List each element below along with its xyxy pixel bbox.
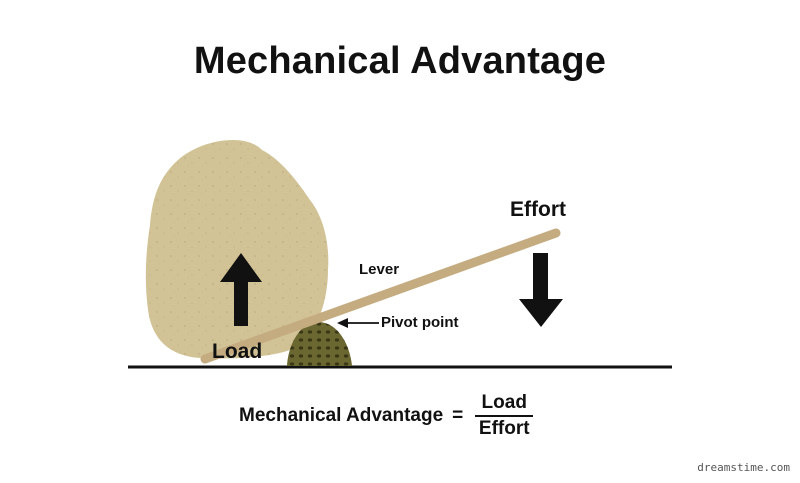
effort-arrow-down-icon: [519, 253, 563, 327]
load-label: Load: [212, 340, 263, 363]
load-arrow-up-icon: [220, 253, 262, 326]
fraction-bar: [475, 415, 534, 417]
watermark: dreamstime.com: [697, 461, 790, 474]
pivot-fulcrum: [287, 322, 352, 366]
formula-lhs: Mechanical Advantage: [239, 405, 444, 426]
formula-equals: =: [452, 405, 464, 426]
pivot-label: Pivot point: [381, 314, 459, 331]
lever-bar: [200, 228, 561, 364]
formula-fraction: Load Effort: [475, 392, 534, 440]
formula-numerator: Load: [481, 392, 527, 413]
formula-denominator: Effort: [478, 418, 530, 439]
pivot-pointer-arrow-icon: [337, 318, 379, 328]
effort-label: Effort: [510, 198, 566, 221]
mechanical-advantage-formula: Mechanical Advantage = Load Effort: [239, 392, 534, 440]
diagram-title: Mechanical Advantage: [193, 40, 607, 82]
lever-label: Lever: [359, 261, 400, 278]
rock-load: [145, 139, 329, 359]
